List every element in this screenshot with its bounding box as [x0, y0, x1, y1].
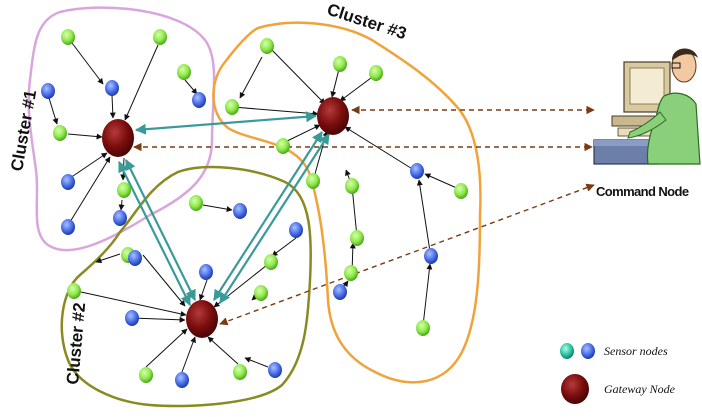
sensor-node: [53, 125, 67, 141]
gateway-node-cluster-3: [317, 97, 349, 135]
sensor-node: [105, 80, 119, 96]
sensor-node: [344, 265, 358, 281]
sensor-node: [333, 56, 347, 72]
gateway-nodes: [102, 97, 349, 338]
legend-sensor-icon-green: [560, 343, 574, 359]
legend-sensor-icon-blue: [581, 343, 595, 359]
sensor-node: [424, 248, 438, 264]
legend-sensor-label: Sensor nodes: [604, 344, 668, 358]
sensor-node: [233, 364, 247, 380]
gateway-node-cluster-2: [186, 300, 218, 338]
sensor-node: [350, 230, 364, 246]
sensor-node: [254, 285, 268, 301]
sensor-node: [225, 99, 239, 115]
gateway-node-cluster-1: [102, 119, 134, 157]
sensor-node: [117, 182, 131, 198]
sensor-node: [410, 163, 424, 179]
command-node-label: Command Node: [596, 184, 689, 199]
cluster-2-label: Cluster #2: [63, 302, 89, 386]
sensor-node: [454, 183, 468, 199]
sensor-nodes: [41, 29, 468, 388]
sensor-node: [189, 195, 203, 211]
gateway-links: [118, 111, 330, 306]
sensor-node: [175, 372, 189, 388]
sensor-node: [61, 174, 75, 190]
sensor-node: [260, 38, 274, 54]
sensor-node: [61, 29, 75, 45]
sensor-node: [289, 222, 303, 238]
sensor-node: [153, 29, 167, 45]
sensor-node: [369, 65, 383, 81]
sensor-node: [41, 83, 55, 99]
sensor-node: [268, 362, 282, 378]
sensor-node: [125, 310, 139, 326]
sensor-node: [199, 264, 213, 280]
sensor-node: [276, 138, 290, 154]
sensor-node: [128, 250, 142, 266]
sensor-node: [306, 173, 320, 189]
sensor-node: [333, 284, 347, 300]
computer-user-icon: [593, 48, 701, 165]
cluster-1-links: [48, 42, 198, 223]
sensor-node: [345, 178, 359, 194]
legend-gateway-label: Gateway Node: [604, 382, 676, 396]
sensor-node: [177, 64, 191, 80]
cluster-3-outline: [212, 21, 482, 384]
sensor-node: [139, 367, 153, 383]
cluster-2-outline: [60, 165, 312, 408]
command-links: [133, 105, 595, 326]
sensor-node: [192, 92, 206, 108]
sensor-node: [233, 203, 247, 219]
sensor-node: [113, 210, 127, 226]
legend: Sensor nodes Gateway Node: [560, 343, 676, 404]
sensor-node: [67, 283, 81, 299]
sensor-node: [61, 219, 75, 235]
legend-gateway-icon: [561, 374, 589, 404]
sensor-node: [416, 320, 430, 336]
sensor-node: [264, 254, 278, 270]
